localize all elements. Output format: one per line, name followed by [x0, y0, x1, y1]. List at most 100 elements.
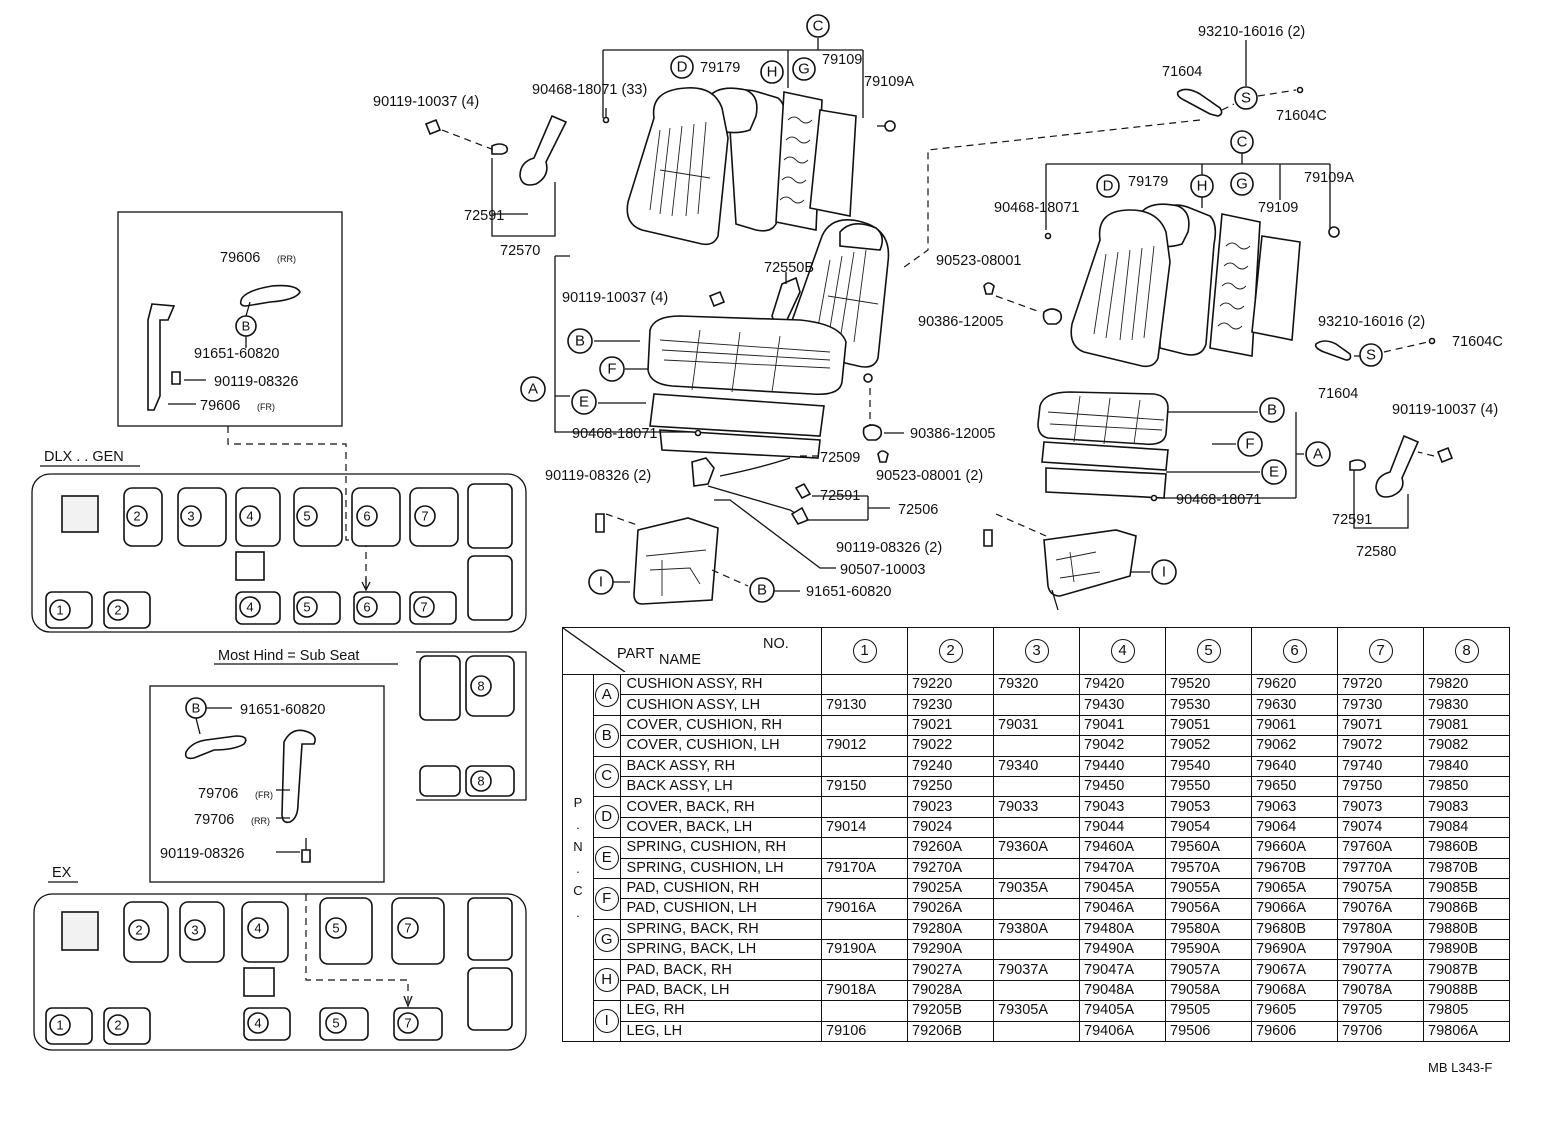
part-number-cell: 79078A: [1337, 979, 1424, 1002]
label-79109-top: 79109: [822, 52, 862, 68]
part-number-cell: [821, 877, 908, 900]
callout-group-top: C D H G: [670, 14, 830, 84]
part-number-cell: 79084: [1423, 816, 1510, 839]
label-79706-fr: 79706: [198, 786, 238, 802]
callout-s-top: S: [1241, 90, 1251, 107]
part-number-cell: 79590A: [1165, 939, 1252, 961]
vehicle-layout-sub-seat: 8 8: [416, 651, 527, 801]
part-number-cell: 79022: [907, 735, 994, 757]
ex-seat-2: 2: [123, 901, 169, 963]
header-part: PART: [617, 646, 655, 662]
part-number-cell: 79470A: [1079, 857, 1166, 879]
part-name: COVER, CUSHION, RH: [619, 714, 823, 737]
svg-text:5: 5: [332, 921, 339, 936]
seat-6-row2: 6: [353, 591, 401, 625]
label-79606-fr: 79606: [200, 398, 240, 414]
part-number-cell: 79850: [1423, 775, 1510, 798]
label-79109a-top: 79109A: [864, 74, 914, 90]
part-number-cell: 79062: [1251, 735, 1338, 757]
part-number-cell: 79870B: [1423, 857, 1510, 879]
part-number-cell: 79460A: [1079, 837, 1166, 859]
part-number-cell: 79043: [1079, 796, 1166, 818]
part-number-cell: 79055A: [1165, 877, 1252, 900]
part-number-cell: 79230: [907, 694, 994, 716]
callout-d-top: D: [677, 59, 688, 76]
label-90523-2: 90523-08001 (2): [876, 468, 983, 484]
part-number-cell: 79073: [1337, 796, 1424, 818]
layout-label-sub-seat: Most Hind = Sub Seat: [218, 648, 359, 664]
part-number-cell: 79706: [1337, 1020, 1424, 1043]
recliner-hinge-right: [1349, 434, 1454, 529]
header-name: NAME: [659, 652, 701, 668]
part-number-cell: 79730: [1337, 694, 1424, 716]
svg-text:7: 7: [404, 1016, 411, 1031]
part-number-cell: 79880B: [1423, 918, 1510, 941]
part-number-cell: 79058A: [1165, 979, 1252, 1002]
seat-2-row2: 2: [103, 591, 151, 629]
part-number-cell: 79027A: [907, 959, 994, 981]
label-90507: 90507-10003: [840, 562, 925, 578]
inset-brackets-dlx: B: [117, 211, 343, 427]
part-number-cell: 79051: [1165, 714, 1252, 737]
part-number-cell: 79018A: [821, 979, 908, 1002]
part-number-cell: 79076A: [1337, 898, 1424, 920]
label-72509: 72509: [820, 450, 860, 466]
part-number-cell: 79640: [1251, 755, 1338, 777]
label-90386-mid: 90386-12005: [910, 426, 995, 442]
layout-label-ex: EX: [52, 865, 72, 881]
group-letter: A: [592, 674, 621, 716]
callout-c-right: C: [1237, 134, 1248, 151]
ex-seat-4: 4: [241, 901, 289, 963]
group-letter: C: [592, 755, 621, 798]
label-90119-inset1: 90119-08326: [214, 374, 298, 390]
part-number-cell: 79045A: [1079, 877, 1166, 900]
part-number-cell: 79605: [1251, 1000, 1338, 1022]
part-number-cell: 79048A: [1079, 979, 1166, 1002]
part-number-cell: 79150: [821, 775, 908, 798]
label-90119-10037-right: 90119-10037 (4): [1392, 402, 1498, 418]
part-number-cell: 79023: [907, 796, 994, 818]
part-number-cell: 79440: [1079, 755, 1166, 777]
label-72591-top: 72591: [464, 208, 504, 224]
part-number-cell: 79620: [1251, 673, 1338, 696]
part-number-cell: 79042: [1079, 735, 1166, 757]
label-91651-inset1: 91651-60820: [194, 346, 279, 362]
part-number-cell: 79305A: [993, 1000, 1080, 1022]
ex-seat-7-row2: 7: [393, 1007, 443, 1041]
part-name: PAD, BACK, LH: [619, 979, 823, 1002]
label-72506: 72506: [898, 502, 938, 518]
label-71604c-top: 71604C: [1276, 108, 1327, 124]
part-name: SPRING, CUSHION, RH: [619, 837, 823, 859]
svg-text:7: 7: [420, 600, 427, 615]
part-number-cell: [993, 857, 1080, 879]
label-90468-right-bottom: 90468-18071: [1176, 492, 1261, 508]
part-number-cell: [993, 898, 1080, 920]
recliner-hinge-top-left: [424, 114, 568, 237]
label-90119-10037-mid: 90119-10037 (4): [562, 290, 668, 306]
col-header-5: 5: [1165, 627, 1252, 675]
part-number-cell: 79560A: [1165, 837, 1252, 859]
part-number-cell: 79490A: [1079, 939, 1166, 961]
ex-seat-2-row2: 2: [103, 1007, 151, 1045]
part-number-cell: 79540: [1165, 755, 1252, 777]
part-number-cell: 79890B: [1423, 939, 1510, 961]
part-number-cell: 79740: [1337, 755, 1424, 777]
label-90468-33: 90468-18071 (33): [532, 82, 647, 98]
svg-text:1: 1: [56, 603, 63, 618]
part-name: BACK ASSY, LH: [619, 775, 823, 798]
part-number-cell: 79056A: [1165, 898, 1252, 920]
seat-8: 8: [465, 655, 515, 717]
part-number-cell: 79405A: [1079, 1000, 1166, 1022]
col-header-3: 3: [993, 627, 1080, 675]
table-header-corner: PART NAME NO.: [562, 627, 822, 675]
part-number-cell: 79450: [1079, 775, 1166, 798]
svg-text:5: 5: [332, 1016, 339, 1031]
ex-seat-3: 3: [179, 901, 225, 963]
part-number-cell: 79047A: [1079, 959, 1166, 981]
callout-a-right: A: [1313, 446, 1323, 463]
